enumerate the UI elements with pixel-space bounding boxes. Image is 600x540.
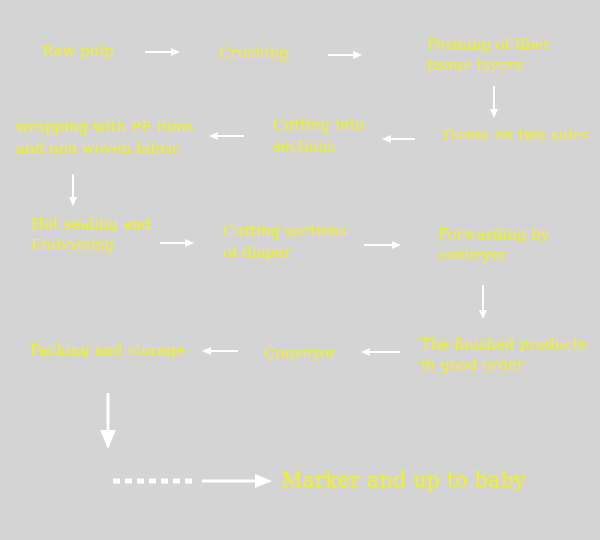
step-cutting-into-sections: Cutting into sections (273, 116, 365, 155)
arrow-right-icon (160, 239, 194, 247)
step-crushing: Crushing (219, 44, 289, 62)
step-hot-sealing-embossing: Hot sealing and Embossing (31, 215, 152, 254)
step-forwarding-by-conveyer: Forwarding by conveyer (438, 225, 550, 264)
step-conveyor: Conveyor (264, 344, 337, 362)
arrow-left-icon (209, 132, 244, 140)
arrow-down-icon (490, 86, 498, 118)
arrow-down-icon (69, 174, 77, 206)
step-forming-fiber-tissue: Forming of fiber tissue layers (427, 35, 551, 74)
step-raw-pulp: Raw pulp (42, 42, 114, 60)
arrow-right-icon (145, 48, 180, 56)
arrow-down-icon (479, 285, 487, 319)
arrow-right-large-icon (202, 474, 272, 488)
step-packing-storage: Packing and storage (30, 341, 186, 359)
arrow-right-icon (364, 241, 401, 249)
arrow-right-icon (328, 51, 362, 59)
arrow-down-large-icon (100, 393, 116, 449)
step-tissue-two-sides: Tissue on two sides (441, 126, 590, 144)
step-finished-products: The finished products in good order (421, 335, 587, 374)
arrow-left-icon (382, 135, 415, 143)
step-cutting-diaper: Cutting sections of diaper (223, 222, 348, 261)
arrow-left-icon (202, 347, 238, 355)
final-step-label: Marker and up to baby (281, 468, 526, 492)
arrow-left-icon (361, 348, 400, 356)
step-wrapping: wrapping with PE films and non woven fab… (16, 118, 194, 157)
